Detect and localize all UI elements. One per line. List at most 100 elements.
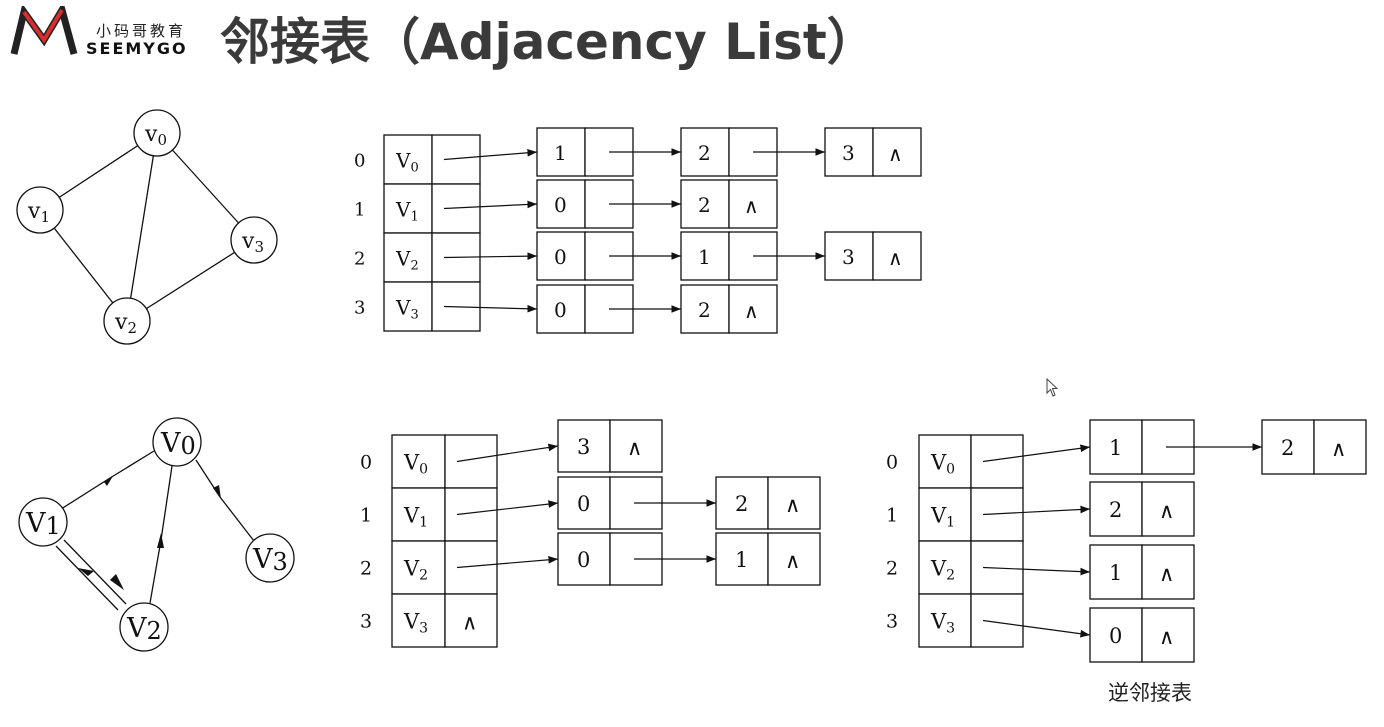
graph-node-v2: v2 (103, 297, 151, 345)
node-value: 0 (554, 298, 567, 322)
head-pointer-cell (444, 540, 498, 595)
node-data-cell (1089, 419, 1143, 475)
pointer-arrow (982, 444, 1091, 463)
null-pointer-symbol: ∧ (744, 299, 759, 323)
row-index: 0 (886, 452, 898, 474)
node-next-cell (1141, 607, 1195, 663)
arrow-head-icon (110, 574, 124, 590)
node-subscript: 2 (127, 319, 137, 337)
head-pointer-cell (444, 487, 498, 542)
svg-text:V2: V2 (126, 613, 162, 645)
row-index: 2 (354, 249, 365, 270)
edge-v0-v3 (156, 132, 255, 241)
node-value: 0 (554, 193, 567, 217)
head-pointer-cell (444, 434, 498, 489)
head-vertex-label: V2 (930, 557, 955, 584)
graph-node-V1: V1 (18, 497, 68, 547)
vertex-letter: V (930, 451, 947, 475)
null-pointer-symbol: ∧ (785, 493, 800, 517)
node-value: 0 (1109, 624, 1122, 648)
head-vertex-label: V0 (395, 149, 419, 176)
edge-v1-to-v0 (57, 477, 111, 512)
head-vertex-cell (918, 593, 972, 648)
row-index: 1 (360, 505, 372, 527)
node-data-cell (557, 532, 611, 586)
null-pointer-symbol: ∧ (1159, 625, 1174, 649)
node-value: 2 (1109, 498, 1122, 522)
row-index: 3 (360, 611, 372, 633)
node-next-cell (767, 476, 821, 530)
vertex-letter: V (403, 451, 420, 475)
node-value: 2 (698, 193, 711, 217)
row-index: 1 (886, 505, 898, 527)
graph-node-v3: v3 (230, 216, 278, 264)
vertex-letter: V (403, 610, 420, 634)
node-next-cell (767, 532, 821, 586)
node-letter: V (25, 508, 46, 539)
row-index: 0 (354, 151, 365, 172)
node-subscript: 3 (254, 238, 264, 256)
row-index: 3 (354, 298, 365, 319)
arrow-head-icon (157, 533, 164, 548)
header: 小码哥教育 SEEMYGO 邻接表（Adjacency List） (0, 0, 1384, 80)
graph-node-V3: V3 (245, 533, 295, 583)
node-value: 3 (577, 435, 590, 459)
node-value: 2 (1281, 436, 1294, 460)
svg-text:v2: v2 (114, 310, 137, 337)
graph-node-v0: v0 (133, 109, 181, 157)
pointer-arrow (982, 619, 1091, 638)
seemygo-logo: 小码哥教育 SEEMYGO (10, 1, 210, 60)
pointer-arrow (443, 304, 538, 313)
node-value: 1 (735, 548, 748, 572)
head-vertex-label: V1 (930, 504, 955, 531)
node-letter: V (126, 613, 147, 644)
inverse-list-caption: 逆邻接表 (1108, 681, 1192, 705)
pointer-arrow (443, 200, 538, 210)
null-pointer-symbol: ∧ (462, 611, 477, 635)
vertex-subscript: 0 (410, 161, 418, 176)
edge-v0-v2 (126, 132, 158, 322)
head-vertex-label: V3 (395, 296, 419, 323)
vertex-letter: V (395, 149, 411, 173)
node-next-cell (1141, 544, 1195, 600)
row-index: 0 (360, 452, 372, 474)
vertex-letter: V (930, 610, 947, 634)
node-letter: v (27, 199, 41, 224)
null-pointer-symbol: ∧ (744, 194, 759, 218)
node-next-cell (609, 419, 663, 473)
head-pointer-cell (970, 434, 1024, 489)
node-subscript: 1 (46, 512, 61, 540)
vertex-subscript: 3 (946, 621, 955, 637)
node-next-cell (1141, 481, 1195, 537)
node-value: 1 (1109, 561, 1122, 585)
node-value: 2 (698, 141, 711, 165)
vertex-letter: V (930, 557, 947, 581)
svg-text:v1: v1 (27, 199, 50, 226)
vertex-subscript: 1 (946, 515, 955, 531)
graph-node-v1: v1 (16, 186, 64, 234)
logo-english-text: SEEMYGO (86, 39, 188, 58)
head-vertex-label: V3 (403, 610, 428, 637)
vertex-subscript: 2 (410, 259, 418, 274)
node-subscript: 1 (40, 208, 50, 226)
null-pointer-symbol: ∧ (888, 142, 903, 166)
node-letter: v (114, 310, 128, 335)
node-value: 3 (842, 245, 855, 269)
pointer-arrow (456, 555, 559, 569)
node-letter: v (241, 229, 255, 254)
undirected-graph: v0 v1 v3 v2 (16, 109, 278, 345)
node-value: 0 (577, 548, 590, 572)
node-next-cell (872, 231, 922, 281)
vertex-letter: V (403, 504, 420, 528)
node-data-cell (557, 419, 611, 473)
svg-text:V0: V0 (160, 428, 196, 460)
vertex-subscript: 0 (419, 462, 428, 478)
mouse-cursor-icon (1046, 378, 1059, 397)
node-value: 2 (735, 492, 748, 516)
